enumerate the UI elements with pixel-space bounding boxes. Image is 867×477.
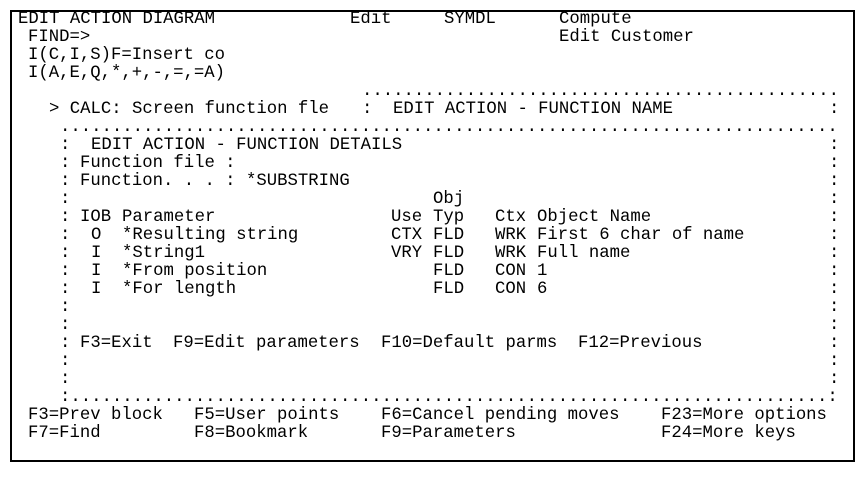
border-colon: : xyxy=(829,280,840,299)
f3-prev-block-key[interactable]: F3=Prev block xyxy=(28,406,163,425)
border-colon: : xyxy=(60,262,71,281)
function-name-label: Edit Customer xyxy=(559,28,694,47)
border-colon: : xyxy=(60,136,71,155)
iob-cell: I xyxy=(91,262,102,281)
border-colon: : xyxy=(829,226,840,245)
column-header-use: Use xyxy=(391,208,423,227)
find-input[interactable] xyxy=(91,29,291,47)
border-colon: : xyxy=(60,172,71,191)
border-colon: : xyxy=(60,352,71,371)
parameter-cell: *Resulting string xyxy=(122,226,299,245)
ctx-cell: CON xyxy=(495,262,527,281)
typ-cell: FLD xyxy=(433,244,465,263)
f6-cancel-pending-moves-key[interactable]: F6=Cancel pending moves xyxy=(381,406,620,425)
outer-window-title: EDIT ACTION - FUNCTION NAME xyxy=(393,100,674,119)
insert-hint: I(C,I,S)F=Insert co xyxy=(28,46,226,65)
column-header-iob: IOB xyxy=(80,208,112,227)
iob-cell: O xyxy=(91,226,102,245)
details-window-top-border: ........................................… xyxy=(60,118,838,137)
typ-cell: FLD xyxy=(433,262,465,281)
function-file-label: Function file : xyxy=(80,154,236,173)
object-name-cell: 6 xyxy=(537,280,548,299)
library-label: SYMDL xyxy=(444,10,496,29)
object-name-cell: 1 xyxy=(537,262,548,281)
terminal-screen xyxy=(10,10,855,462)
column-header-parameter: Parameter xyxy=(122,208,216,227)
function-type-label: Compute xyxy=(559,10,632,29)
ctx-cell: WRK xyxy=(495,226,527,245)
column-header-typ: Typ xyxy=(433,208,465,227)
border-colon: : xyxy=(829,352,840,371)
border-colon: : xyxy=(829,136,840,155)
iob-cell: I xyxy=(91,280,102,299)
border-colon: : xyxy=(60,298,71,317)
mode-label: Edit xyxy=(350,10,392,29)
f9-parameters-key[interactable]: F9=Parameters xyxy=(381,424,516,443)
column-header-object-name: Object Name xyxy=(537,208,652,227)
border-colon: : xyxy=(60,280,71,299)
border-colon: : xyxy=(60,154,71,173)
border-colon: : xyxy=(829,208,840,227)
f3-exit-key[interactable]: F3=Exit xyxy=(80,334,153,353)
screen-title: EDIT ACTION DIAGRAM xyxy=(18,10,216,29)
border-colon: : xyxy=(60,370,71,389)
f8-bookmark-key[interactable]: F8=Bookmark xyxy=(194,424,309,443)
use-cell: CTX xyxy=(391,226,423,245)
border-colon: : xyxy=(829,334,840,353)
border-colon: : xyxy=(60,226,71,245)
f10-default-parms-key[interactable]: F10=Default parms xyxy=(381,334,558,353)
typ-cell: FLD xyxy=(433,226,465,245)
details-window-title: EDIT ACTION - FUNCTION DETAILS xyxy=(91,136,403,155)
border-colon: : xyxy=(829,190,840,209)
f23-more-options-key[interactable]: F23=More options xyxy=(661,406,827,425)
ctx-cell: CON xyxy=(495,280,527,299)
border-colon: : xyxy=(829,316,840,335)
border-colon: : xyxy=(829,154,840,173)
details-window-bottom-border: :.......................................… xyxy=(60,388,838,407)
border-colon: : xyxy=(829,298,840,317)
insert-options: I(A,E,Q,*,+,-,=,=A) xyxy=(28,64,226,83)
f5-user-points-key[interactable]: F5=User points xyxy=(194,406,340,425)
f9-edit-parameters-key[interactable]: F9=Edit parameters xyxy=(173,334,360,353)
outer-window-right-border: : xyxy=(829,100,840,119)
calc-line: > CALC: Screen function fle xyxy=(49,100,330,119)
column-header-ctx: Ctx xyxy=(495,208,527,227)
f24-more-keys-key[interactable]: F24=More keys xyxy=(661,424,796,443)
function-field[interactable]: *SUBSTRING xyxy=(246,172,350,191)
iob-cell: I xyxy=(91,244,102,263)
border-colon: : xyxy=(60,190,71,209)
border-colon: : xyxy=(829,370,840,389)
f12-previous-key[interactable]: F12=Previous xyxy=(578,334,703,353)
parameter-cell: *From position xyxy=(122,262,268,281)
border-colon: : xyxy=(60,244,71,263)
border-colon: : xyxy=(829,172,840,191)
border-colon: : xyxy=(60,316,71,335)
parameter-cell: *String1 xyxy=(122,244,205,263)
f7-find-key[interactable]: F7=Find xyxy=(28,424,101,443)
typ-cell: FLD xyxy=(433,280,465,299)
column-header-obj-top: Obj xyxy=(433,190,465,209)
border-colon: : xyxy=(60,208,71,227)
parameter-cell: *For length xyxy=(122,280,237,299)
ctx-cell: WRK xyxy=(495,244,527,263)
use-cell: VRY xyxy=(391,244,423,263)
border-colon: : xyxy=(60,334,71,353)
function-file-field[interactable] xyxy=(246,155,406,173)
border-colon: : xyxy=(829,262,840,281)
object-name-cell: Full name xyxy=(537,244,631,263)
object-name-cell: First 6 char of name xyxy=(537,226,745,245)
outer-window-left-border: : xyxy=(362,100,373,119)
border-colon: : xyxy=(829,244,840,263)
outer-window-top-border: ........................................… xyxy=(362,82,840,101)
find-label: FIND=> xyxy=(28,28,91,47)
function-label: Function. . . : xyxy=(80,172,236,191)
